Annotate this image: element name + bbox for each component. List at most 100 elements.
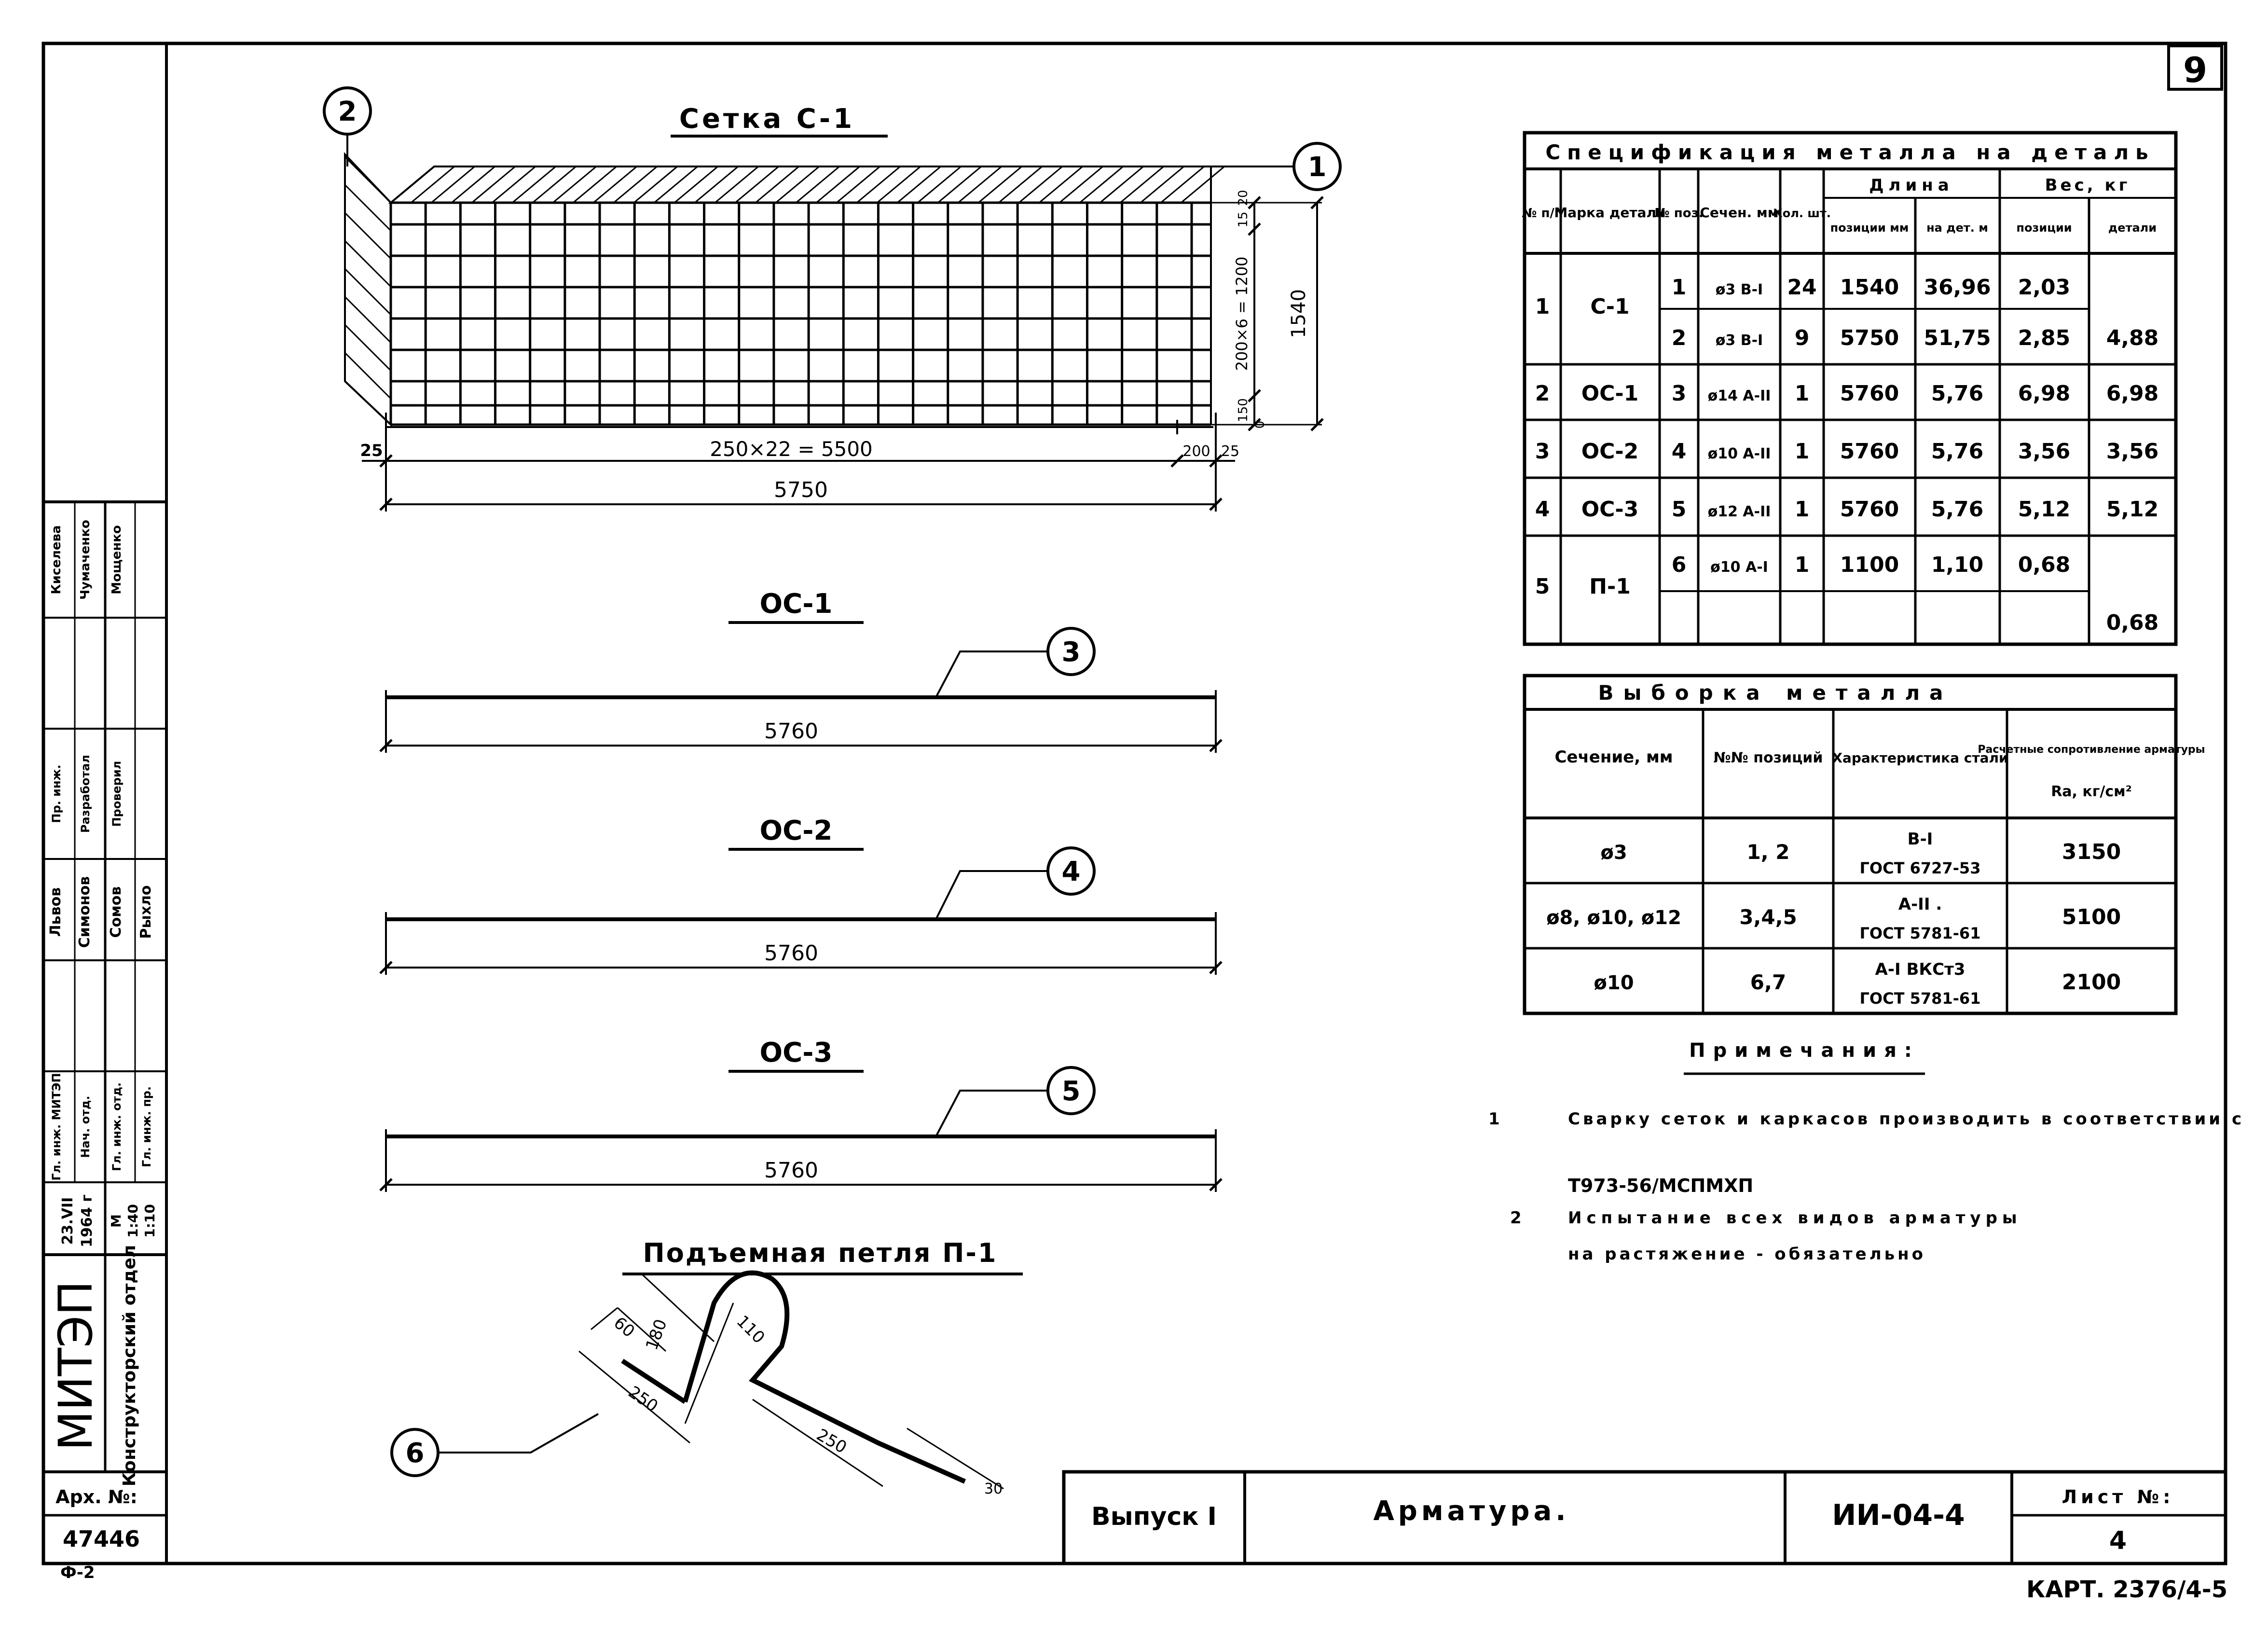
spec-cell-pos: 4 (1672, 439, 1687, 464)
bar-os1-length: 5760 (764, 719, 818, 744)
spec-cell-len-pos: 5760 (1840, 381, 1899, 406)
spec-cell-w-pos: 5,12 (2018, 497, 2071, 522)
mesh-hatch (674, 166, 718, 204)
spec-h-weight: Вес, кг (2045, 176, 2131, 195)
spec-cell-len-det: 1,10 (1931, 553, 1984, 577)
side-name: Львов (47, 887, 64, 937)
spec-cell-pos: 6 (1672, 553, 1687, 577)
mesh-c1: Сетка С-1 2 1 25 250×22 = 5500 200 25 57… (323, 86, 1342, 512)
mesh-hatch (856, 166, 901, 204)
spec-cell-pos: 2 (1672, 326, 1687, 350)
spec-cell-qty: 1 (1795, 381, 1810, 406)
side-org: МИТЭП (49, 1281, 103, 1451)
side-name: Чумаченко (78, 520, 93, 600)
side-role: Пр. инж. (50, 764, 63, 823)
metal-cell-resist: 3150 (2062, 840, 2121, 864)
spec-h-length-pos: позиции мм (1830, 221, 1909, 235)
side-role: Проверил (110, 761, 124, 827)
note-1-line2: Т973-56/МСПМХП (1568, 1175, 1753, 1196)
spec-cell-w-pos: 2,03 (2018, 275, 2071, 300)
mesh-hatch (1120, 166, 1164, 204)
stamp-issue: Выпуск I (1091, 1502, 1217, 1531)
mesh-hatch (390, 166, 435, 204)
mesh-hatch (1018, 166, 1063, 204)
spec-cell-qty: 9 (1795, 326, 1810, 350)
mesh-hatch (1140, 166, 1184, 204)
bar-os1: ОС-1 3 5760 (380, 588, 1222, 753)
mesh-side-hatch (344, 156, 392, 204)
side-role: Гл. инж. МИТЭП (50, 1073, 63, 1180)
metal-cell-steel: А-II . (1898, 895, 1942, 914)
spec-cell-pos: 1 (1672, 275, 1687, 300)
spec-table: Спецификация металла на деталь № п/п Мар… (1522, 131, 2178, 646)
mesh-hatch (796, 166, 840, 204)
metal-cell-section: ø10 (1594, 972, 1634, 994)
bar-os3-length: 5760 (764, 1158, 818, 1183)
mesh-hatch (694, 166, 739, 204)
mesh-dim-right: 200 (1182, 443, 1210, 460)
bar-os2: ОС-2 4 5760 (380, 815, 1222, 975)
spec-cell-w-pos: 6,98 (2018, 381, 2071, 406)
spec-cell-pos: 3 (1672, 381, 1687, 406)
mesh-hatch (755, 166, 799, 204)
spec-cell-qty: 1 (1795, 497, 1810, 522)
bar-os2-callout: 4 (1062, 856, 1081, 887)
side-arch-num: 47446 (63, 1526, 140, 1552)
mesh-dim-left: 25 (360, 441, 383, 460)
bottom-left-code: Ф-2 (60, 1563, 95, 1582)
spec-h-mark: Марка детали (1554, 205, 1665, 221)
spec-cell-section: ø10 А-II (1708, 445, 1771, 462)
bar-os1-callout: 3 (1062, 637, 1081, 668)
sheet-frame (41, 42, 2227, 1565)
mesh-hatch (593, 166, 637, 204)
spec-cell-w-det: 4,88 (2106, 326, 2159, 350)
mesh-hatch (451, 166, 495, 204)
mesh-hatch (775, 166, 820, 204)
sheet-number-box: 9 (2167, 44, 2223, 91)
spec-cell-len-pos: 5760 (1840, 497, 1899, 522)
spec-cell-num: 4 (1535, 497, 1550, 522)
mesh-hatch (937, 166, 982, 204)
mesh-hatch (1100, 166, 1144, 204)
spec-cell-qty: 1 (1795, 439, 1810, 464)
spec-cell-qty: 24 (1787, 275, 1816, 300)
side-scale-label: М (108, 1214, 124, 1228)
stamp-title: Арматура. (1373, 1495, 1569, 1527)
mesh-callout-1: 1 (1308, 152, 1327, 183)
spec-h-weight-pos: позиции (2016, 221, 2072, 235)
notes-title: Примечания: (1689, 1039, 1920, 1062)
mesh-side-hatch (344, 296, 392, 344)
mesh-side-hatch (344, 324, 392, 372)
mesh-hatch (552, 166, 597, 204)
spec-cell-len-det: 51,75 (1924, 326, 1991, 350)
spec-cell-pos: 5 (1672, 497, 1687, 522)
title-stamp: Выпуск I Арматура. ИИ-04-4 Лист №: 4 (1062, 1470, 2227, 1565)
mesh-hatch (1160, 166, 1205, 204)
metal-cell-steel: А-I ВКСт3 (1875, 960, 1966, 979)
spec-cell-num: 1 (1535, 294, 1550, 319)
mesh-hatch (532, 166, 577, 204)
side-name: Киселева (49, 525, 64, 594)
sheet-number: 9 (2183, 50, 2207, 90)
spec-cell-len-det: 5,76 (1931, 439, 1984, 464)
spec-cell-mark: П-1 (1589, 574, 1631, 599)
side-stamp: МИТЭП Конструкторский отдел 23.VII 1964 … (43, 500, 166, 1552)
bar-os2-length: 5760 (764, 941, 818, 966)
mesh-hatch (877, 166, 921, 204)
metal-h-steel: Характеристика стали (1832, 750, 2008, 766)
mesh-side-hatch (344, 240, 392, 288)
spec-cell-qty: 1 (1795, 553, 1810, 577)
mesh-hatch (633, 166, 678, 204)
mesh-dim-total: 5750 (774, 478, 828, 502)
mesh-side-hatch (344, 184, 392, 232)
side-role: Гл. инж. отд. (110, 1082, 124, 1171)
mesh-hatch (411, 166, 455, 204)
metal-table: Выборка металла Сечение, мм №№ позиций Х… (1523, 674, 2205, 1015)
metal-cell-resist: 2100 (2062, 970, 2121, 995)
mesh-hatch (1079, 166, 1124, 204)
stamp-sheet-label: Лист №: (2062, 1486, 2174, 1508)
mesh-dim-right2: 25 (1221, 443, 1239, 460)
